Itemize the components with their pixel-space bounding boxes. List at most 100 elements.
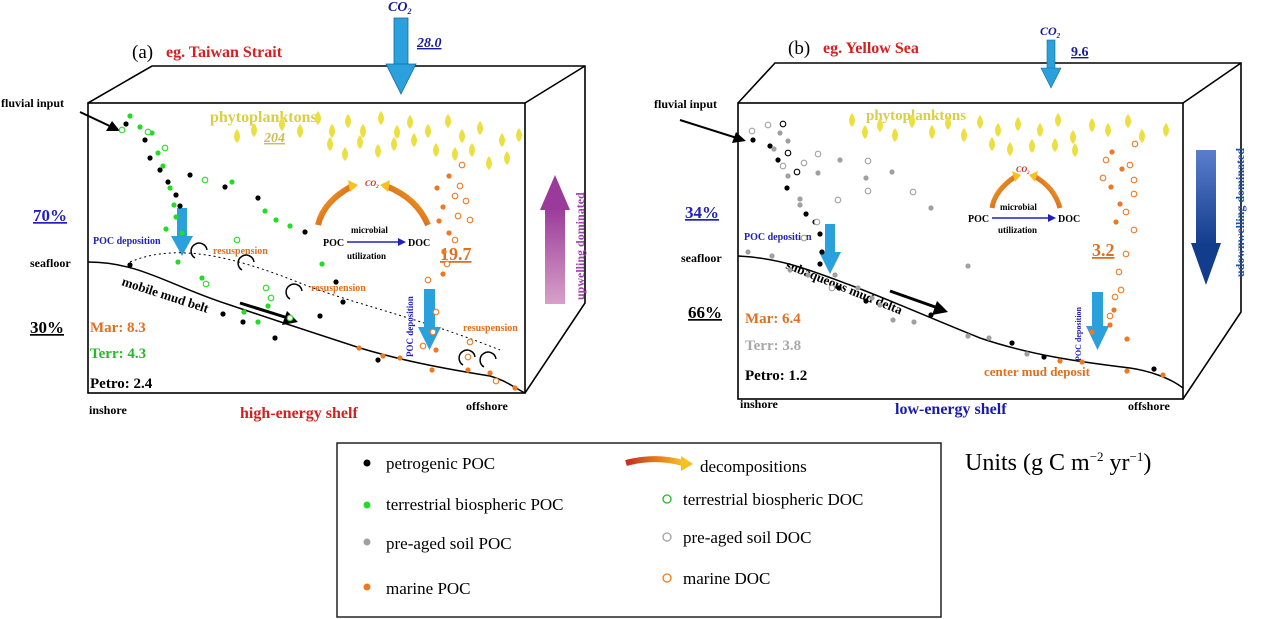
marine-doc-dot [1117, 286, 1125, 294]
phytoplankton-drop [1029, 139, 1035, 153]
panel-b-offshore: offshore [1128, 399, 1170, 413]
petrogenic-poc-dot [767, 143, 773, 149]
petrogenic-poc-dot [1151, 366, 1157, 372]
phytoplankton-drop [1072, 143, 1078, 157]
panel-b-seafloor-label: seafloor [681, 251, 722, 265]
marine-doc-dot [454, 212, 462, 220]
panel-a-poc-node: POC [323, 238, 344, 249]
marine-doc-dot [451, 192, 459, 200]
legend-marker-terr-poc [363, 501, 371, 509]
marine-poc-dot [440, 271, 446, 277]
soil-poc-dot [815, 170, 821, 176]
legend-marker-terr-doc [662, 494, 672, 504]
soil-poc-dot [911, 319, 917, 325]
soil-poc-dot [805, 272, 811, 278]
panel-b-fluvial-label: fluvial input [654, 97, 717, 111]
panel-a-co2-arrow [385, 17, 417, 95]
panel-a-poc-deposition-vertical: POC deposition [405, 296, 415, 357]
phytoplankton-drop [425, 124, 431, 138]
legend-marker-soil-poc [363, 538, 371, 546]
terrestrial-poc-dot [273, 217, 279, 223]
legend-label-soil-poc: pre-aged soil POC [386, 534, 512, 553]
marine-poc-dot [512, 385, 518, 391]
soil-poc-dot [890, 317, 896, 323]
phytoplankton-drop [357, 135, 363, 149]
panel-b-decomposition-right [1029, 171, 1063, 209]
petrogenic-poc-dot [123, 121, 129, 127]
terrestrial-poc-dot [173, 214, 179, 220]
terrestrial-doc-dot [118, 126, 126, 134]
terrestrial-poc-dot [265, 303, 271, 309]
phytoplankton-drop [977, 115, 983, 129]
petrogenic-poc-dot [173, 192, 179, 198]
panel-b-phytoplankton-drops [849, 113, 1169, 157]
phytoplankton-drop [499, 133, 505, 147]
marine-doc-dot [458, 161, 466, 169]
terrestrial-poc-dot [262, 208, 268, 214]
soil-poc-dot [832, 272, 838, 278]
terrestrial-doc-dot [161, 144, 169, 152]
phytoplankton-drop [909, 114, 915, 128]
terrestrial-doc-dot [286, 314, 294, 322]
marine-poc-dot [356, 345, 362, 351]
legend-marker-marine-doc [662, 573, 672, 583]
terrestrial-poc-dot [319, 261, 325, 267]
marine-poc-dot [1079, 359, 1085, 365]
petrogenic-poc-dot [1009, 340, 1015, 346]
phytoplankton-drop [877, 118, 883, 132]
marine-poc-dot [429, 367, 435, 373]
panel-a-upwelling-label: upwelling dominated [573, 192, 587, 300]
soil-doc-dot [779, 162, 787, 170]
soil-poc-dot [745, 249, 751, 255]
phytoplankton-drop [407, 115, 413, 129]
panel-a-inshore: inshore [89, 403, 127, 417]
panel-a-doc-node: DOC [408, 238, 430, 249]
terrestrial-poc-dot [160, 163, 166, 169]
marine-poc-dot [1111, 307, 1117, 313]
phytoplankton-drop [1015, 117, 1021, 131]
legend-box [336, 442, 942, 618]
petrogenic-poc-dot [272, 335, 278, 341]
panel-b-particles [745, 120, 1166, 378]
marine-doc-dot [1122, 208, 1130, 216]
marine-doc-dot [1126, 161, 1134, 169]
panel-a-co2-small: CO2 [365, 179, 379, 190]
petrogenic-poc-dot [187, 172, 193, 178]
phytoplankton-drop [411, 133, 417, 147]
marine-doc-dot [1106, 312, 1114, 320]
marine-doc-dot [451, 236, 459, 244]
panel-a-dotted-boundary [129, 252, 501, 351]
phytoplankton-drop [1125, 114, 1131, 128]
panel-a-resuspension-1: resuspension [213, 246, 268, 257]
soil-doc-dot [909, 188, 917, 196]
soil-poc-dot [855, 285, 861, 291]
marine-doc-dot [424, 276, 432, 284]
terrestrial-poc-dot [229, 179, 235, 185]
marine-poc-dot [397, 355, 403, 361]
marine-poc-dot [465, 367, 471, 373]
panel-a-phyto-label: phytoplanktons [210, 109, 317, 126]
soil-poc-dot [771, 146, 777, 152]
legend-marker-marine-poc [363, 583, 371, 591]
panel-a-box [87, 65, 586, 394]
soil-poc-dot [785, 173, 791, 179]
marine-poc-dot [1107, 322, 1113, 328]
soil-doc-dot [864, 187, 872, 195]
panel-b-terr-flux: Terr: 3.8 [745, 338, 801, 354]
marine-poc-dot [433, 347, 439, 353]
marine-doc-dot [443, 260, 451, 268]
panel-a-decomposition-right [380, 180, 431, 227]
panel-a-resuspension-3: resuspension [463, 323, 518, 334]
phytoplankton-drop [486, 156, 492, 170]
marine-doc-dot [1099, 174, 1107, 182]
marine-doc-dot [1130, 226, 1138, 234]
marine-doc-dot [1115, 268, 1123, 276]
panel-b-poc-deposition-vertical: POC deposition [1074, 306, 1083, 361]
marine-poc-dot [1113, 219, 1119, 225]
panel-a: (a) eg. Taiwan Strait CO2 28.0 fluvial i… [1, 0, 587, 422]
panel-a-utilization-arrow [347, 238, 406, 246]
marine-doc-dot [462, 197, 470, 205]
legend-marker-soil-doc [662, 532, 672, 542]
panel-b-box [737, 62, 1242, 400]
